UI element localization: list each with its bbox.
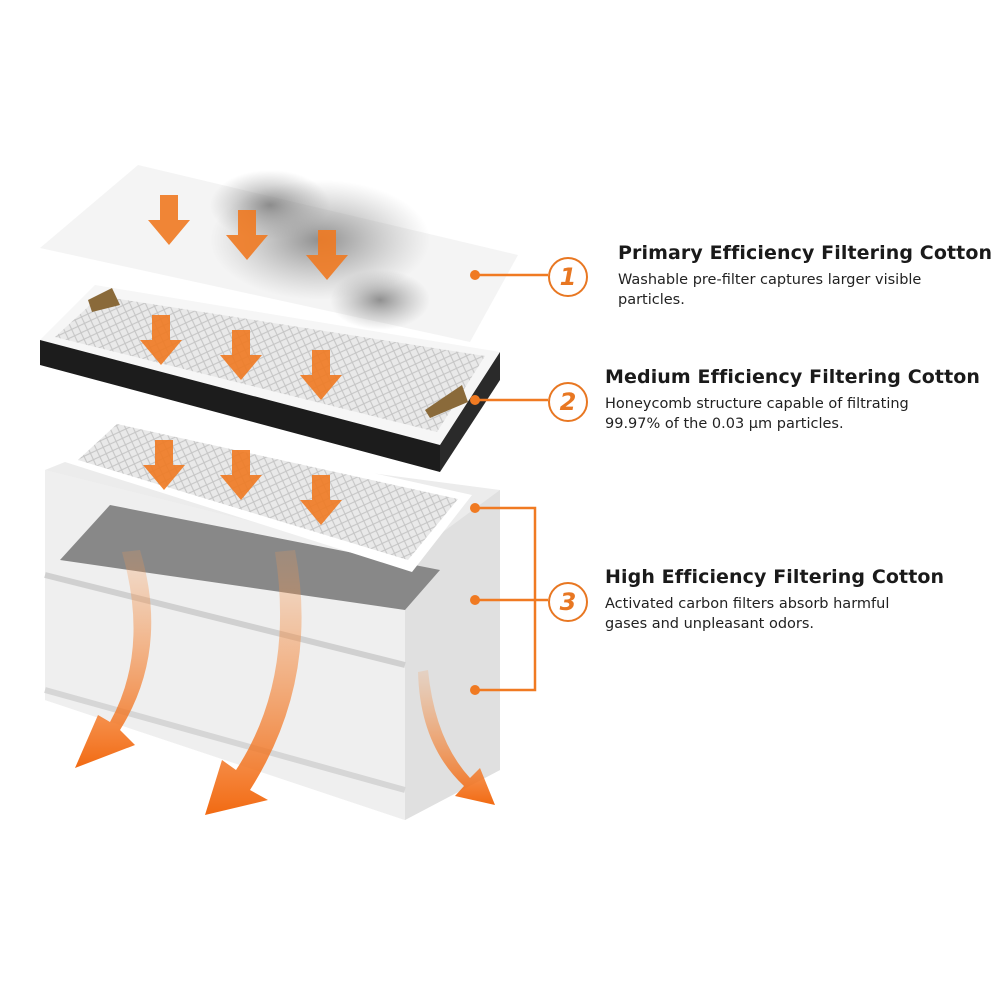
layer-1-description: Washable pre-filter captures larger visi… [618, 272, 922, 308]
primary-efficiency-filter-layer [40, 165, 518, 342]
layer-1-info: Primary Efficiency Filtering Cotton Wash… [618, 242, 998, 310]
airflow-out-arrows [75, 550, 495, 815]
callout-number-3: 3 [548, 582, 588, 622]
layer-2-description: Honeycomb structure capable of filtratin… [605, 396, 909, 432]
layer-3-title: High Efficiency Filtering Cotton [605, 566, 945, 588]
layer-3-info: High Efficiency Filtering Cotton Activat… [605, 566, 995, 634]
callout-leaders [470, 270, 548, 695]
layer-2-info: Medium Efficiency Filtering Cotton Honey… [605, 366, 995, 434]
callout-number-1: 1 [548, 257, 588, 297]
layer-2-title: Medium Efficiency Filtering Cotton [605, 366, 981, 388]
airflow-down-arrows [140, 195, 348, 525]
callout-number-2: 2 [548, 382, 588, 422]
layer-1-title: Primary Efficiency Filtering Cotton [618, 242, 993, 264]
layer-3-description: Activated carbon filters absorb harmful … [605, 596, 890, 632]
